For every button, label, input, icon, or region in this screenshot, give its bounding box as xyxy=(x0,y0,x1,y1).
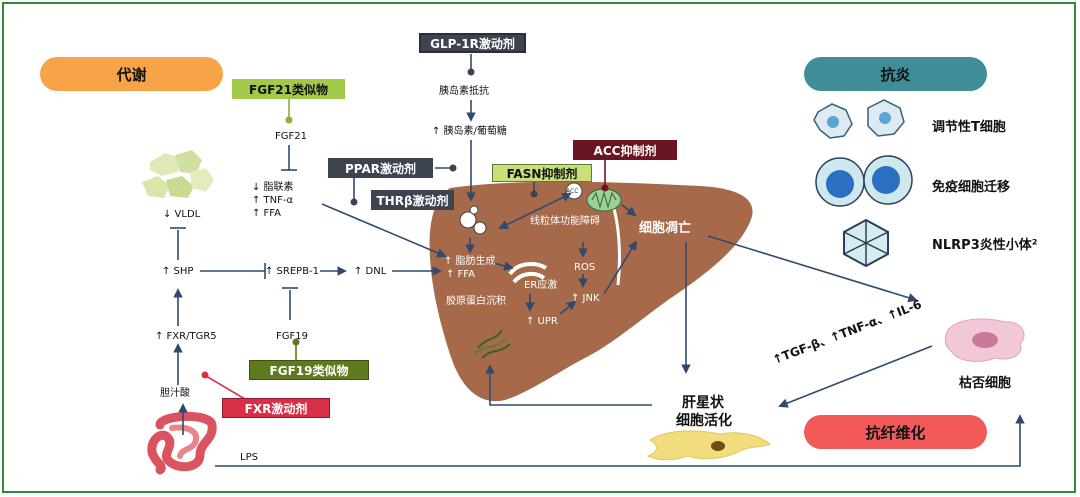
arrow-lipid-mito xyxy=(498,193,572,229)
nlrp3-inflammasome-icon xyxy=(843,218,889,268)
stellate-cell-icon xyxy=(646,430,771,461)
pill-anti-inflammation: 抗炎 xyxy=(804,57,987,91)
label-insulin-glucose: ↑ 胰岛素/葡萄糖 xyxy=(432,126,507,137)
label-ffa-left: ↑ FFA xyxy=(252,208,281,219)
arrow-lps xyxy=(215,414,1025,467)
label-kupffer: 枯否细胞 xyxy=(959,376,1012,391)
label-upr: ↑ UPR xyxy=(526,316,558,327)
arrow-to-er xyxy=(489,261,514,271)
label-stellate-line1: 肝星状 xyxy=(682,395,724,411)
label-er-stress: ER应激 xyxy=(524,280,558,291)
arrow-stellate-liver xyxy=(485,364,652,406)
collagen-icon xyxy=(473,329,511,359)
liver-shape xyxy=(429,181,753,402)
label-srebp: ↑ SREPB-1 xyxy=(265,266,320,277)
drug-acc: ACC抑制剂 xyxy=(573,140,677,160)
label-lps: LPS xyxy=(240,452,258,463)
label-bile-acid: 胆汁酸 xyxy=(160,388,190,399)
label-apoptosis: 细胞凋亡 xyxy=(639,221,692,236)
arrow-upr-jnk xyxy=(559,300,577,315)
label-dnl: ↑ DNL xyxy=(354,266,387,277)
label-collagen: 胶原蛋白沉积 xyxy=(446,296,506,307)
drug-fasn: FASN抑制剂 xyxy=(492,164,592,182)
drug-fxr: FXR激动剂 xyxy=(222,398,330,418)
drug-ppar: PPAR激动剂 xyxy=(328,158,433,178)
pill-anti-fibrosis: 抗纤维化 xyxy=(804,415,987,449)
connector-dots xyxy=(201,68,609,379)
label-fgf21: FGF21 xyxy=(275,131,307,142)
drug-fgf19: FGF19类似物 xyxy=(249,360,369,380)
label-tnf: ↑ TNF-α xyxy=(252,195,294,206)
treg-cells-icon xyxy=(813,99,905,139)
label-insulin-resistance: 胰岛素抵抗 xyxy=(439,86,489,97)
er-icon xyxy=(508,262,548,284)
drug-thr-label: THRβ激动剂 xyxy=(376,193,449,208)
label-ros: ROS xyxy=(574,262,596,273)
label-ffa-liver: ↑ FFA xyxy=(446,269,475,280)
label-stellate-line2: 细胞活化 xyxy=(676,413,732,429)
label-immune-migration: 免疫细胞迁移 xyxy=(932,180,1011,195)
arrow-ffa-to-liver xyxy=(321,203,447,258)
label-lipogenesis: ↑ 脂肪生成 xyxy=(444,256,496,267)
label-acc-small: ACC xyxy=(566,188,579,195)
arrow-kupffer-stellate xyxy=(778,345,933,408)
label-jnk: ↑ JNK xyxy=(571,293,600,304)
arrow-jnk-apoptosis xyxy=(603,240,638,295)
lipid-droplet-icon xyxy=(459,205,487,235)
label-adiponectin: ↓ 脂联素 xyxy=(252,182,294,193)
fxr-connector xyxy=(205,375,251,403)
pill-metabolism: 代谢 xyxy=(40,57,223,91)
drug-glp1: GLP-1R激动剂 xyxy=(419,33,526,53)
fat-cells-icon xyxy=(142,150,214,198)
label-treg: 调节性T细胞 xyxy=(932,120,1006,135)
label-fxr-tgr5: ↑ FXR/TGR5 xyxy=(155,331,217,342)
drug-thr: THRβ激动剂 xyxy=(371,190,454,210)
kupffer-cell-icon xyxy=(944,318,1025,362)
intestine-icon xyxy=(147,411,217,475)
label-nlrp3: NLRP3炎性小体² xyxy=(932,238,1038,253)
label-shp: ↑ SHP xyxy=(162,266,194,277)
label-fgf19: FGF19 xyxy=(276,331,308,342)
drug-fgf21: FGF21类似物 xyxy=(232,79,345,99)
immune-cells-icon xyxy=(815,155,913,207)
label-mito-dysfunction: 线粒体功能障碍 xyxy=(530,216,600,227)
arrow-mito-apoptosis xyxy=(621,204,637,217)
label-vldl: ↓ VLDL xyxy=(163,209,201,220)
arrow-apoptosis-kupffer xyxy=(707,235,918,303)
